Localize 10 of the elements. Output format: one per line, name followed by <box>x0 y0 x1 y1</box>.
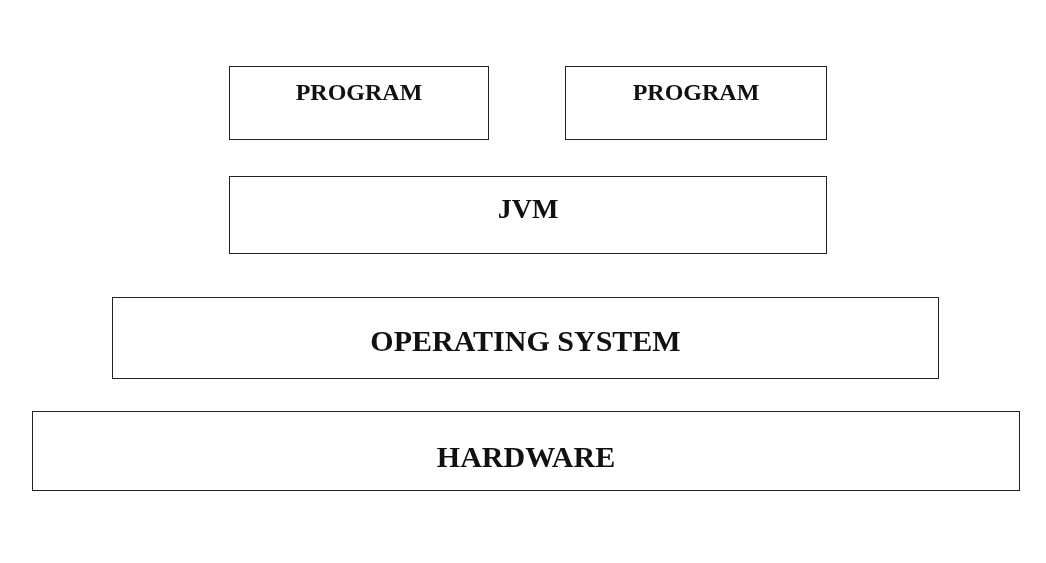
layer-box <box>112 297 939 379</box>
layer-box <box>565 66 827 140</box>
layer-box <box>32 411 1020 491</box>
layer-label: OPERATING SYSTEM <box>370 324 681 358</box>
layer-box <box>229 176 827 254</box>
layer-label: PROGRAM <box>632 79 760 106</box>
layer-label: JVM <box>497 193 559 225</box>
layer-label: PROGRAM <box>295 79 423 106</box>
layer-box <box>229 66 489 140</box>
layer-label: HARDWARE <box>436 440 616 474</box>
